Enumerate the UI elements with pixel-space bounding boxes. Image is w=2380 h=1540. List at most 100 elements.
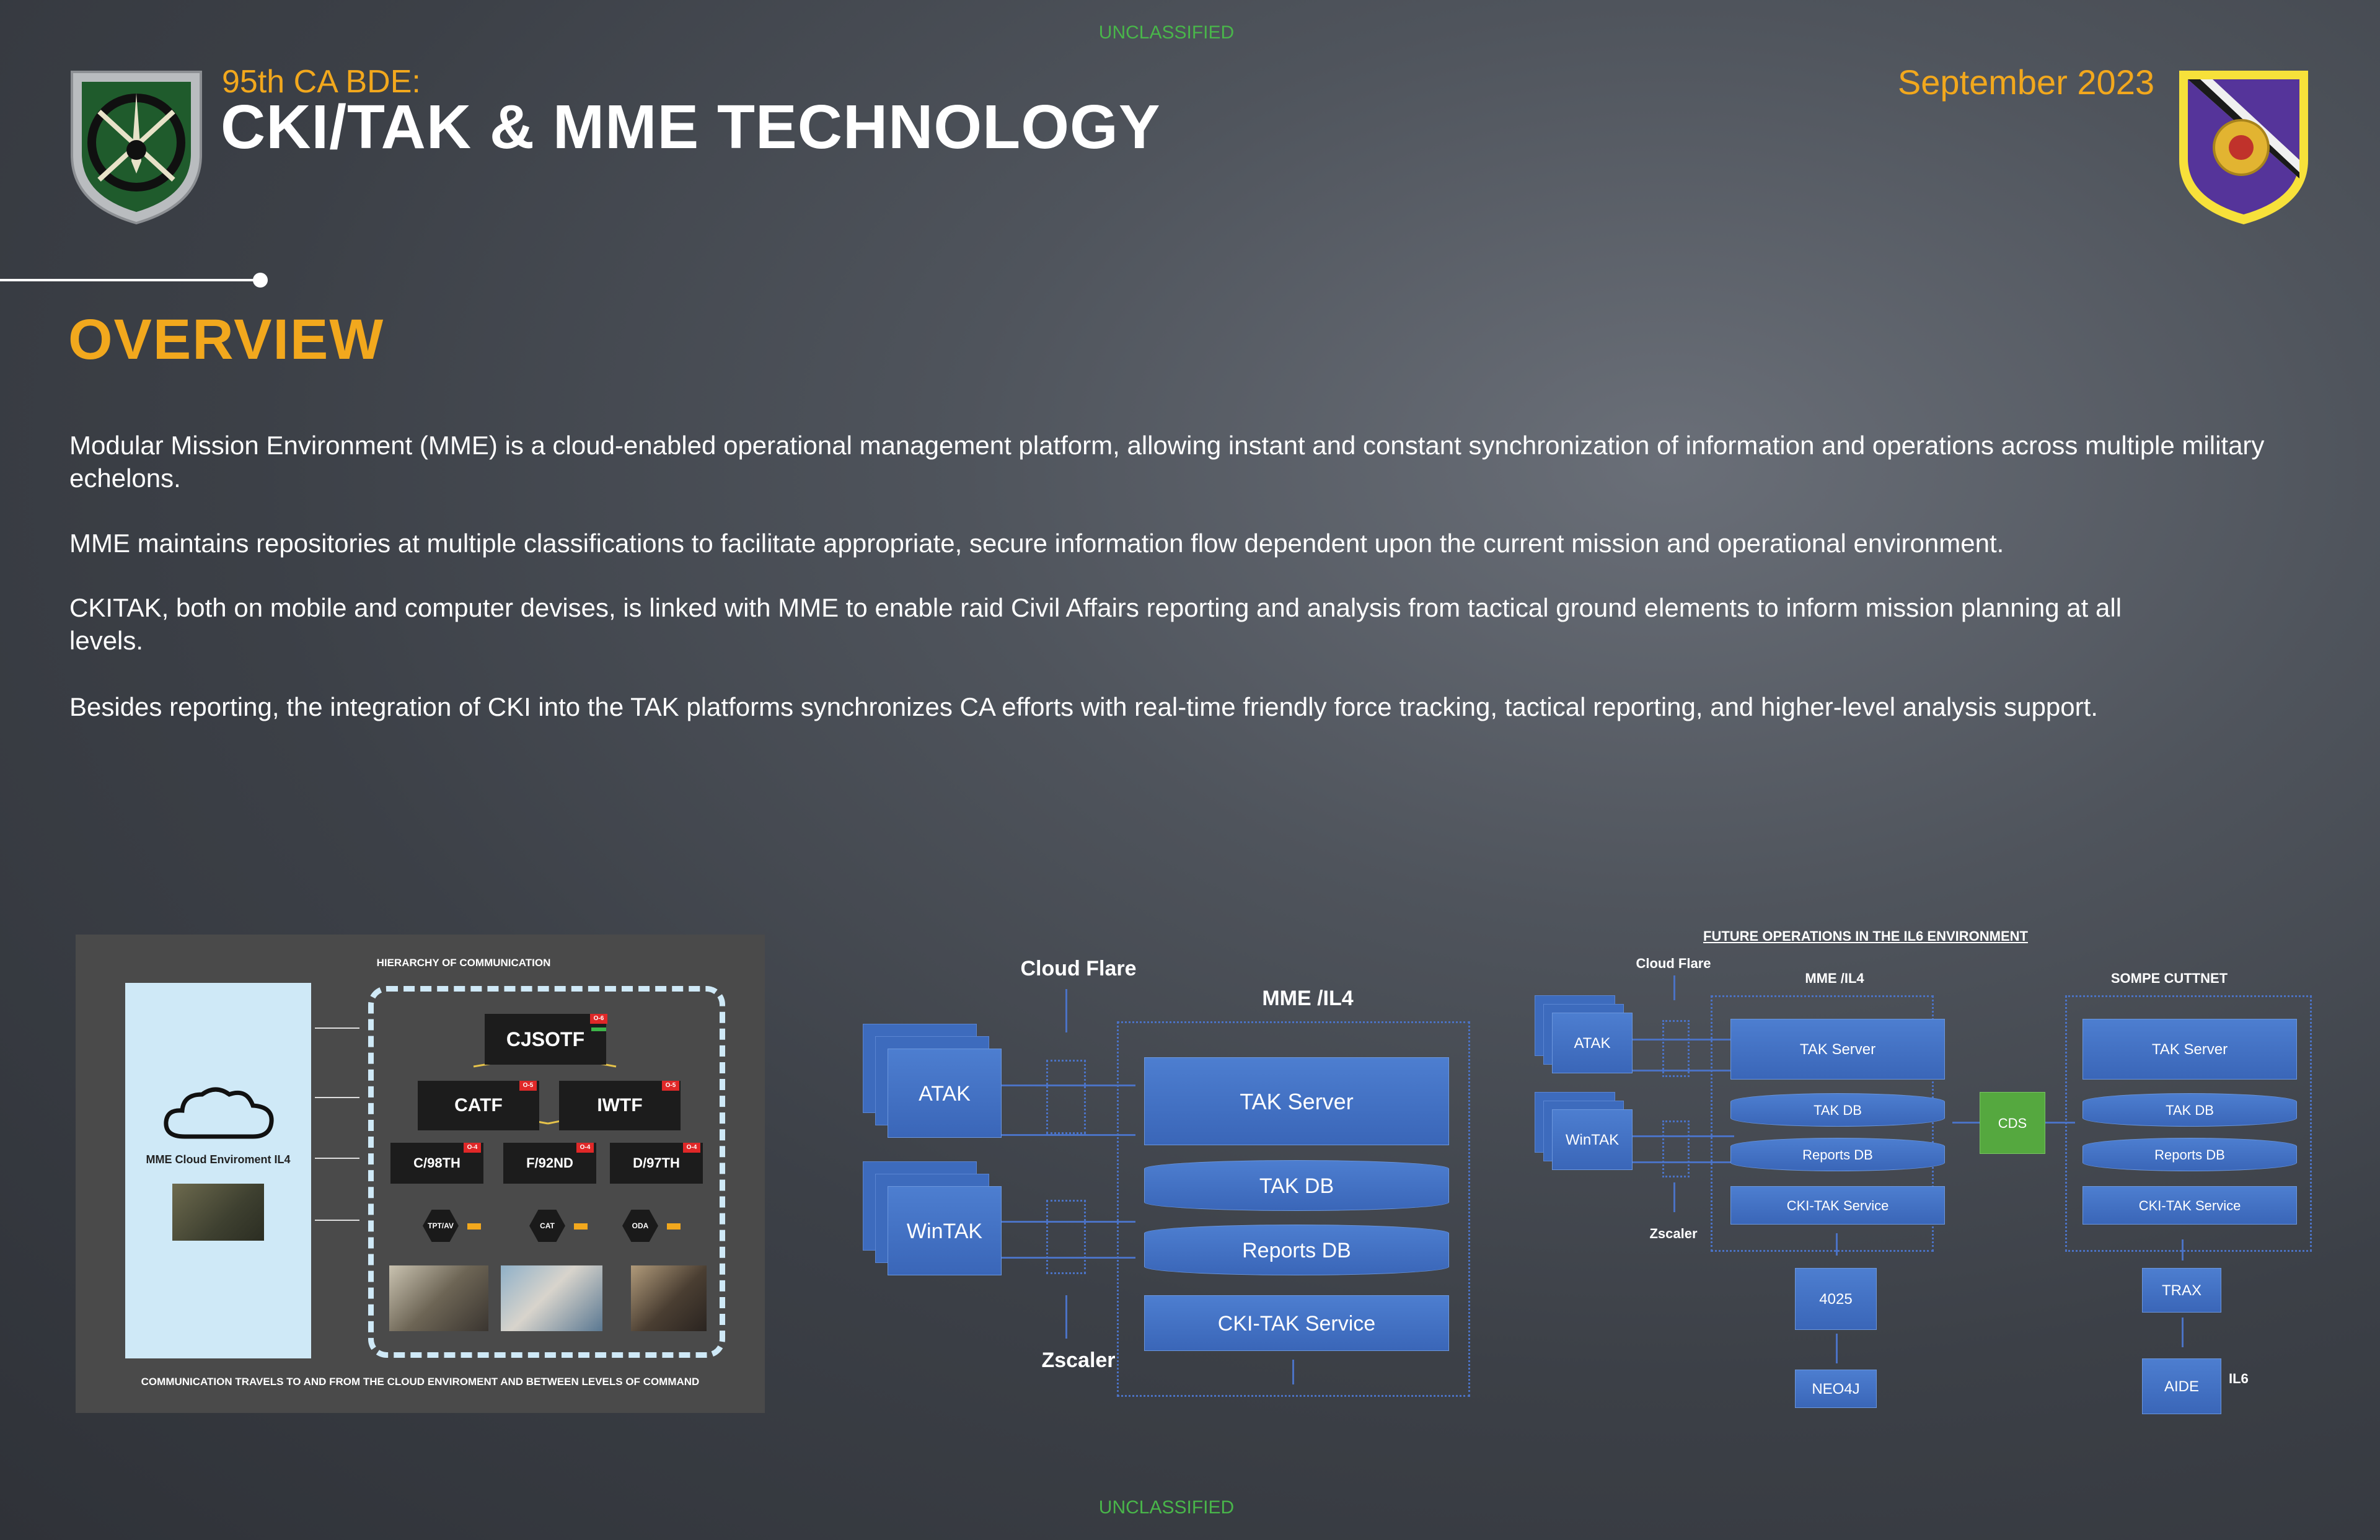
mme-tak-server-box: TAK Server — [1730, 1019, 1945, 1080]
hierarchy-title: HIERARCHY OF COMMUNICATION — [376, 957, 551, 969]
arrow-down — [1292, 1360, 1294, 1384]
arrow-left — [1002, 1257, 1135, 1259]
special-forces-crest-logo — [68, 68, 205, 227]
rank-badge: O-6 — [590, 1014, 607, 1024]
cds-box: CDS — [1980, 1092, 2045, 1154]
cloud-flare-label: Cloud Flare — [1020, 957, 1137, 980]
sompe-reports-db-cylinder: Reports DB — [2082, 1138, 2297, 1171]
node-label: D/97TH — [633, 1155, 680, 1171]
arrow-right — [1002, 1085, 1135, 1086]
arrow-down — [1836, 1334, 1838, 1363]
zscaler-label: Zscaler — [1649, 1226, 1698, 1241]
node-label: CJSOTF — [506, 1028, 585, 1050]
mme-cki-tak-service-box: CKI-TAK Service — [1730, 1186, 1945, 1225]
reports-db-cylinder: Reports DB — [1144, 1225, 1449, 1275]
field-team-photo — [172, 1184, 264, 1241]
node-label: IWTF — [597, 1095, 643, 1115]
mme-env-boundary — [1117, 1021, 1470, 1397]
zscaler-gateway — [1046, 1200, 1086, 1274]
team-badge — [467, 1223, 481, 1230]
rank-badge: O-4 — [683, 1143, 700, 1153]
team-badge — [667, 1223, 681, 1230]
wintak-client-box: WinTAK — [1552, 1109, 1633, 1170]
date-label: September 2023 — [1897, 63, 2154, 102]
mme-reports-db-cylinder: Reports DB — [1730, 1138, 1945, 1171]
header-divider — [0, 279, 260, 281]
mme-il4-diagram: Cloud Flare MME /IL4 ATAK WinTAK Zscaler… — [855, 930, 1488, 1401]
rank-badge: O-4 — [464, 1143, 481, 1153]
wintak-client-box: WinTAK — [888, 1186, 1002, 1275]
arrow-down — [2182, 1239, 2184, 1261]
rank-badge: O-5 — [662, 1081, 679, 1091]
sompe-tak-db-cylinder: TAK DB — [2082, 1093, 2297, 1127]
trax-box: TRAX — [2142, 1268, 2221, 1313]
page-title: CKI/TAK & MME TECHNOLOGY — [221, 92, 1161, 162]
cloud-icon — [160, 1082, 278, 1147]
overview-paragraph-3: CKITAK, both on mobile and computer devi… — [69, 593, 2122, 655]
cloud-environment-box: MME Cloud Enviroment IL4 — [125, 983, 311, 1358]
team-photo-2 — [501, 1265, 602, 1331]
arrow-left — [1633, 1161, 1734, 1163]
il6-label: IL6 — [2229, 1371, 2249, 1386]
sompe-env-boundary — [2065, 995, 2312, 1252]
team-photo-1 — [389, 1265, 488, 1331]
sompe-cki-tak-service-box: CKI-TAK Service — [2082, 1186, 2297, 1225]
command-hierarchy-boundary — [368, 986, 725, 1358]
overview-heading: OVERVIEW — [68, 308, 385, 371]
classification-banner-top: UNCLASSIFIED — [1098, 22, 1235, 43]
rank-badge: O-4 — [576, 1143, 594, 1153]
future-il6-diagram: FUTURE OPERATIONS IN THE IL6 ENVIRONMENT… — [1525, 923, 2330, 1419]
aide-box: AIDE — [2142, 1358, 2221, 1414]
arrow-down — [2182, 1318, 2184, 1347]
link-arrow — [315, 1220, 359, 1221]
tak-db-cylinder: TAK DB — [1144, 1160, 1449, 1211]
arrow-down — [1065, 989, 1067, 1032]
cloudflare-gateway — [1046, 1060, 1086, 1134]
team-photo-3 — [631, 1265, 707, 1331]
mme-env-label: MME /IL4 — [1262, 987, 1354, 1010]
civil-affairs-flash-logo — [2175, 67, 2312, 228]
arrow-right — [2045, 1122, 2075, 1124]
sompe-label: SOMPE CUTTNET — [2110, 970, 2228, 986]
arrow-down — [1836, 1233, 1838, 1256]
link-arrow — [315, 1158, 359, 1159]
link-arrow — [315, 1027, 359, 1029]
hierarchy-of-communication-panel: HIERARCHY OF COMMUNICATION MME Cloud Env… — [76, 935, 765, 1413]
cloud-flare-label: Cloud Flare — [1636, 956, 1711, 971]
mme-env-boundary — [1711, 995, 1934, 1252]
node-label: CATF — [454, 1095, 503, 1115]
hierarchy-node-catf: CATF — [418, 1081, 539, 1130]
arrow-up — [1065, 1295, 1067, 1339]
arrow-right — [1633, 1135, 1734, 1137]
team-badge — [574, 1223, 588, 1230]
overview-paragraph-4: Besides reporting, the integration of CK… — [69, 692, 2098, 721]
node-label: C/98TH — [413, 1155, 461, 1171]
header-divider-dot — [253, 273, 268, 288]
zscaler-label: Zscaler — [1041, 1349, 1116, 1372]
hierarchy-node-cjsotf: CJSOTF — [485, 1014, 606, 1065]
arrow-right — [1633, 1039, 1734, 1041]
hierarchy-footer: COMMUNICATION TRAVELS TO AND FROM THE CL… — [141, 1376, 700, 1388]
cloudflare-gateway — [1662, 1020, 1690, 1077]
sompe-tak-server-box: TAK Server — [2082, 1019, 2297, 1080]
brand-subtitle: 95th CA BDE: — [222, 64, 421, 100]
status-bar — [591, 1027, 606, 1031]
box-4025: 4025 — [1795, 1268, 1877, 1330]
mme-tak-db-cylinder: TAK DB — [1730, 1093, 1945, 1127]
link-arrow — [315, 1097, 359, 1098]
arrow-down — [1673, 975, 1675, 1000]
mme-label: MME /IL4 — [1805, 970, 1864, 986]
tak-server-box: TAK Server — [1144, 1057, 1449, 1145]
zscaler-gateway — [1662, 1120, 1690, 1177]
neo4j-box: NEO4J — [1795, 1370, 1877, 1408]
arrow-left — [1952, 1122, 1980, 1124]
hierarchy-node-iwtf: IWTF — [559, 1081, 681, 1130]
cki-tak-service-box: CKI-TAK Service — [1144, 1295, 1449, 1351]
rank-badge: O-5 — [519, 1081, 537, 1091]
atak-client-box: ATAK — [888, 1049, 1002, 1138]
arrow-up — [1673, 1182, 1675, 1212]
cloud-environment-label: MME Cloud Enviroment IL4 — [146, 1153, 291, 1166]
classification-banner-bottom: UNCLASSIFIED — [1098, 1497, 1235, 1518]
node-label: F/92ND — [526, 1155, 573, 1171]
overview-paragraph-1: Modular Mission Environment (MME) is a c… — [69, 431, 2265, 493]
